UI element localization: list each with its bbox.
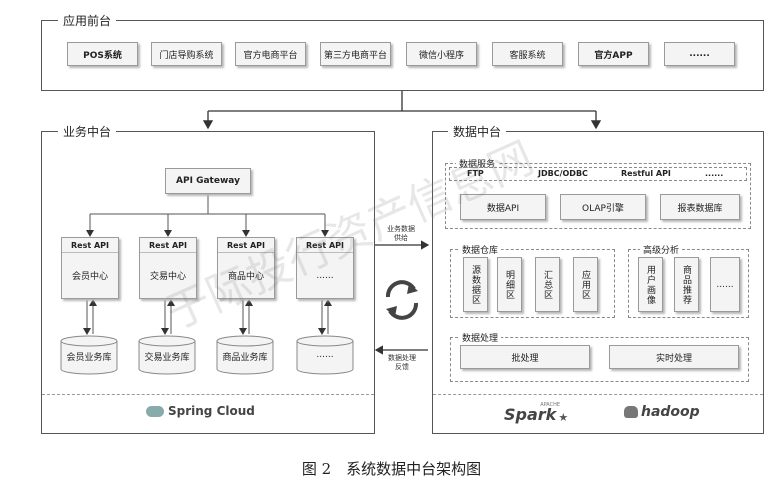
db-member: 会员业务库	[66, 353, 112, 363]
service-name: 交易中心	[149, 272, 186, 282]
zone-detail: 明细区	[497, 257, 522, 312]
figure-caption: 图 2 系统数据中台架构图	[301, 460, 482, 478]
service-api-label: Rest API	[140, 238, 196, 253]
frontend-region	[41, 20, 764, 91]
analytics-group	[628, 249, 749, 318]
api-gateway: API Gateway	[165, 168, 251, 194]
business-title: 业务中台	[58, 123, 117, 140]
engine-report-db: 报表数据库	[660, 194, 740, 220]
elephant-icon	[624, 406, 638, 418]
service-api-label: Rest API	[62, 238, 118, 253]
supply-arrow-label: 业务数据供给	[387, 225, 415, 242]
data-platform-region	[432, 131, 764, 434]
service-name: ......	[316, 270, 334, 281]
zone-source: 源数据区	[463, 257, 488, 312]
app-official-app: 官方APP	[578, 42, 649, 66]
spring-cloud-label: Spring Cloud	[168, 404, 255, 418]
processing-realtime: 实时处理	[609, 345, 739, 369]
engine-data-api: 数据API	[460, 194, 546, 220]
service-product: Rest API 商品中心	[217, 237, 275, 299]
service-member: Rest API 会员中心	[61, 237, 119, 299]
service-name: 会员中心	[71, 272, 108, 282]
protocol-ftp: FTP	[467, 169, 484, 178]
spring-cloud-logo: Spring Cloud	[146, 404, 255, 418]
service-api-label: Rest API	[218, 238, 274, 253]
spark-label: Spark	[504, 405, 557, 424]
analytics-product-recommendation: 商品推荐	[674, 257, 699, 312]
data-footer-divider	[433, 394, 763, 395]
protocol-jdbc: JDBC/ODBC	[538, 169, 588, 178]
zone-summary: 汇总区	[535, 257, 560, 312]
business-footer-divider	[42, 394, 374, 395]
db-trade: 交易业务库	[144, 353, 190, 363]
protocol-restful: Restful API	[621, 169, 671, 178]
zone-application: 应用区	[573, 257, 598, 312]
data-services-title: 数据服务	[456, 157, 499, 170]
frontend-title: 应用前台	[58, 12, 117, 29]
business-region	[41, 131, 375, 434]
analytics-user-profile: 用户画像	[638, 257, 663, 312]
app-third-party-ecommerce: 第三方电商平台	[320, 42, 391, 66]
engine-olap: OLAP引擎	[560, 194, 646, 220]
spark-logo: Spark ★ APACHE	[504, 402, 568, 424]
service-trade: Rest API 交易中心	[139, 237, 197, 299]
db-more: ......	[316, 350, 334, 360]
processing-group	[450, 337, 749, 382]
warehouse-title: 数据仓库	[459, 243, 502, 256]
db-product: 商品业务库	[222, 353, 268, 363]
cloud-icon	[146, 405, 164, 417]
analytics-more: ......	[710, 257, 740, 312]
processing-title: 数据处理	[459, 331, 502, 344]
spark-star-icon: ★	[558, 411, 569, 424]
service-more: Rest API ......	[296, 237, 354, 299]
app-customer-service: 客服系统	[492, 42, 563, 66]
app-store-guide: 门店导购系统	[151, 42, 222, 66]
processing-batch: 批处理	[460, 345, 590, 369]
app-pos: POS系统	[67, 42, 138, 66]
service-api-label: Rest API	[297, 238, 353, 253]
app-wechat-mini-program: 微信小程序	[406, 42, 477, 66]
protocol-more: ......	[705, 169, 724, 178]
data-platform-title: 数据中台	[448, 123, 507, 140]
data-services-group	[445, 163, 751, 229]
database-cylinders	[60, 335, 354, 375]
app-official-ecommerce: 官方电商平台	[235, 42, 306, 66]
app-more: ......	[664, 42, 735, 66]
protocol-bar	[449, 167, 747, 181]
hadoop-label: hadoop	[641, 404, 700, 420]
hadoop-logo: hadoop	[624, 404, 700, 420]
analytics-title: 高级分析	[640, 243, 683, 256]
warehouse-group	[450, 249, 615, 318]
feedback-arrow-label: 数据处理反馈	[388, 354, 416, 371]
spark-apache-label: APACHE	[540, 402, 561, 408]
sync-icon	[386, 280, 418, 320]
service-name: 商品中心	[227, 272, 264, 282]
